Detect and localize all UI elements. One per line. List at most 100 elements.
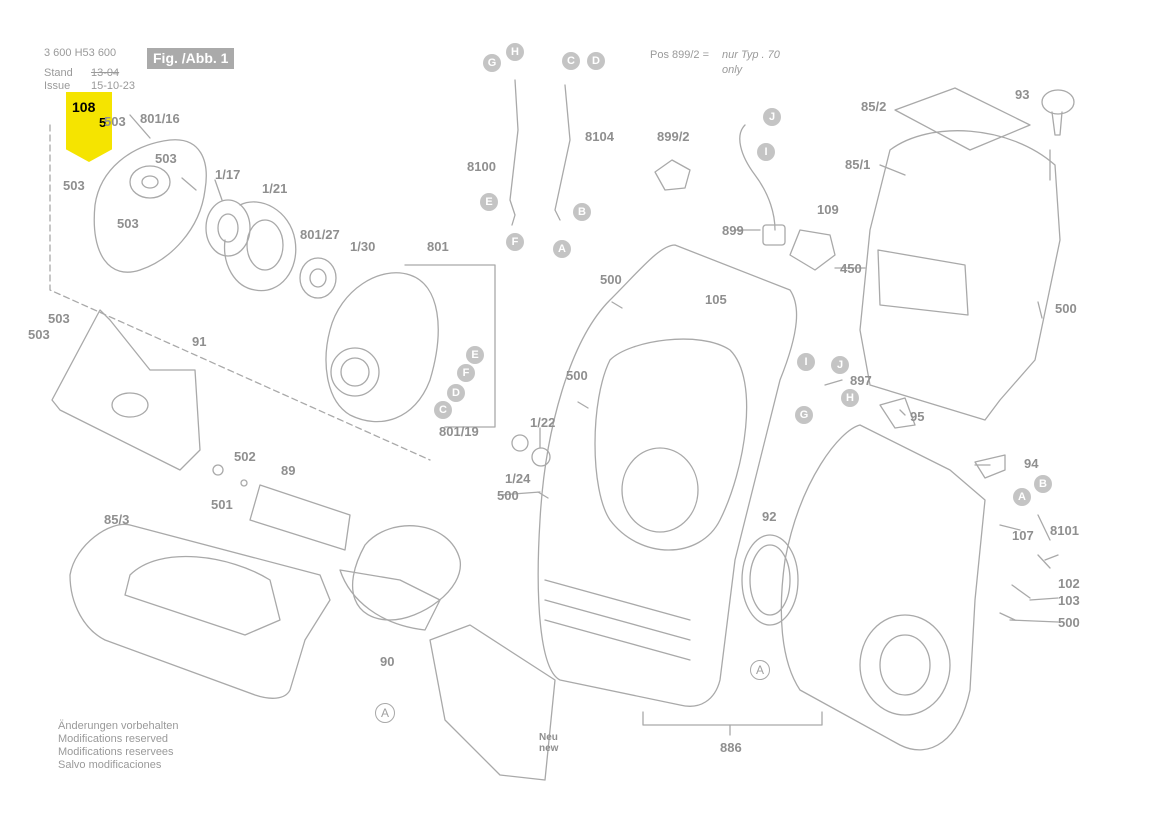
callout-badge: B xyxy=(1034,475,1052,493)
stand-label: Stand xyxy=(44,67,73,79)
note-text: nur Typ . 70 xyxy=(722,49,780,61)
callout-badge: J xyxy=(763,108,781,126)
callout-outline: A xyxy=(375,703,395,723)
part-label: 103 xyxy=(1058,593,1080,608)
part-label: 1/24 xyxy=(505,471,531,486)
part-label: 85/1 xyxy=(845,157,871,172)
part-label: 105 xyxy=(705,292,727,307)
highlighted-part-number: 108 xyxy=(72,99,96,115)
callout-badge: J xyxy=(831,356,849,374)
callout-badge: B xyxy=(573,203,591,221)
callout-badge: D xyxy=(447,384,465,402)
callout-badge: D xyxy=(587,52,605,70)
part-label: 109 xyxy=(817,202,839,217)
callout-badge: A xyxy=(553,240,571,258)
stand-date: 13-04 xyxy=(91,67,120,79)
part-label: 89 xyxy=(281,463,296,478)
highlighted-partial-label: 5 xyxy=(99,115,107,130)
side-housing xyxy=(780,424,986,751)
callout-badge: G xyxy=(795,406,813,424)
part-label: 8104 xyxy=(585,129,614,144)
part-label: 500 xyxy=(600,272,622,287)
part-label: 503 xyxy=(28,327,50,342)
callout-badge: C xyxy=(434,401,452,419)
rod-8104 xyxy=(554,84,571,221)
bracket-886 xyxy=(642,711,823,726)
part-label: 450 xyxy=(840,261,862,276)
motor-cover-hub xyxy=(129,165,171,199)
note-text-2: only xyxy=(722,64,743,76)
part-label: 500 xyxy=(1058,615,1080,630)
callout-badge: E xyxy=(480,193,498,211)
part-label: 8100 xyxy=(467,159,496,174)
fan-housing xyxy=(51,309,201,471)
callout-badge: F xyxy=(457,364,475,382)
footer-line-2: Modifications reserved xyxy=(58,733,169,745)
part-label: 503 xyxy=(63,178,85,193)
highlight-marker xyxy=(66,92,112,162)
callout-outline: A xyxy=(750,660,770,680)
part-label: 503 xyxy=(48,311,70,326)
part-label: 1/30 xyxy=(350,239,376,254)
part-label: 95 xyxy=(910,409,925,424)
switch-899-2 xyxy=(654,159,691,191)
new-label: new xyxy=(539,743,559,754)
washer-501 xyxy=(212,464,224,476)
part-label: 502 xyxy=(234,449,256,464)
collection-box-85-3 xyxy=(69,523,331,699)
callout-badge: G xyxy=(483,54,501,72)
part-label: 500 xyxy=(497,488,519,503)
rotor xyxy=(205,199,251,257)
rod-8100 xyxy=(509,79,519,226)
stator xyxy=(223,201,297,292)
callout-badge: H xyxy=(841,389,859,407)
callout-badge: I xyxy=(757,143,775,161)
callout-badge: H xyxy=(506,43,524,61)
part-label: 107 xyxy=(1012,528,1034,543)
part-label: 93 xyxy=(1015,87,1030,102)
figure-label: Fig. /Abb. 1 xyxy=(147,48,235,69)
note-pos: Pos 899/2 = xyxy=(650,49,710,61)
callout-badge: E xyxy=(466,346,484,364)
wheel-92 xyxy=(741,534,799,626)
part-label: 500 xyxy=(566,368,588,383)
part-label: 899/2 xyxy=(657,129,690,144)
callout-badge: I xyxy=(797,353,815,371)
callout-badge: F xyxy=(506,233,524,251)
part-label: 94 xyxy=(1024,456,1039,471)
part-label: 92 xyxy=(762,509,777,524)
callout-badge: A xyxy=(1013,488,1031,506)
footer-line-1: Änderungen vorbehalten xyxy=(58,720,179,732)
motor-housing xyxy=(325,272,439,423)
footer-line-3: Modifications reservees xyxy=(58,746,174,758)
part-label: 8101 xyxy=(1050,523,1079,538)
part-label: 503 xyxy=(104,114,126,129)
part-label: 90 xyxy=(380,654,395,669)
part-label: 897 xyxy=(850,373,872,388)
knob-93 xyxy=(1041,89,1075,115)
chute xyxy=(429,624,556,781)
footer-line-4: Salvo modificaciones xyxy=(58,759,162,771)
part-label: 501 xyxy=(211,497,233,512)
lid-85-2 xyxy=(894,87,1031,151)
part-label: 1/17 xyxy=(215,167,241,182)
main-housing-886 xyxy=(537,244,798,707)
part-label: 503 xyxy=(155,151,177,166)
part-label: 91 xyxy=(192,334,207,349)
part-label: 102 xyxy=(1058,576,1080,591)
issue-date: 15-10-23 xyxy=(91,80,136,92)
blade-90 xyxy=(351,525,461,621)
assembly-axis xyxy=(49,124,431,461)
bearing-part xyxy=(299,257,337,299)
neu-label: Neu xyxy=(539,732,558,743)
bracket-801 xyxy=(404,264,496,428)
part-label: 801/16 xyxy=(140,111,180,126)
issue-label: Issue xyxy=(44,80,71,92)
callout-badge: C xyxy=(562,52,580,70)
hopper-85-1 xyxy=(859,130,1061,421)
part-label: 801 xyxy=(427,239,449,254)
part-label: 85/3 xyxy=(104,512,130,527)
part-label: 886 xyxy=(720,740,742,755)
document-number: 3 600 H53 600 xyxy=(44,47,117,59)
